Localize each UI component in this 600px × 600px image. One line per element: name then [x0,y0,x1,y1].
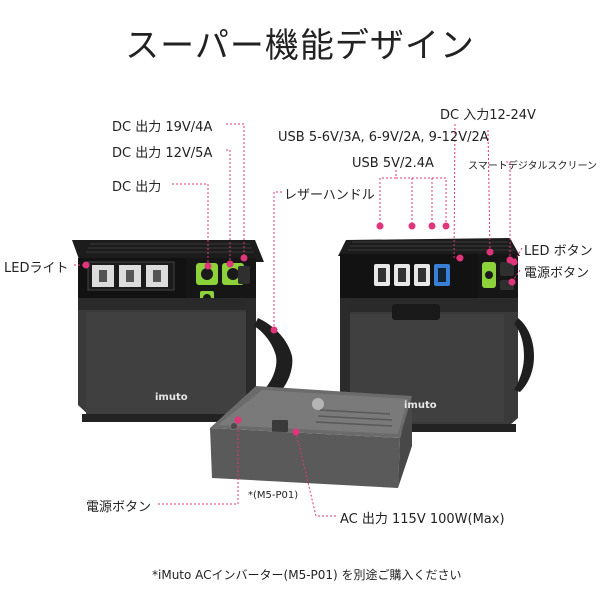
callout-dots [82,222,518,436]
callout-lines [74,123,523,517]
label-power-button-bottom: 電源ボタン [86,500,152,515]
left-power-station [72,240,293,422]
label-model-code: *(M5-P01) [248,490,299,501]
label-dc-out: DC 出力 [112,180,162,195]
label-usb-multi: USB 5-6V/3A, 6-9V/2A, 9-12V/2A [278,130,489,145]
label-power-button-right: 電源ボタン [524,266,590,281]
label-led-light: LEDライト [4,261,69,276]
label-usb-5v: USB 5V/2.4A [352,156,434,171]
label-smart-screen: スマートデジタルスクリーン [468,161,597,172]
brand-logo-right: imuto [404,400,437,411]
label-led-button: LED ボタン [524,244,593,259]
led-light-cells [92,265,168,287]
page-title: スーパー機能デザイン [125,26,475,66]
label-leather-handle: レザーハンドル [284,188,375,203]
label-dc-out-12v: DC 出力 12V/5A [112,146,213,161]
brand-logo-left: imuto [155,392,188,403]
footnote: *iMuto ACインバーター(M5-P01) を別途ご購入ください [152,568,462,582]
dc-output-ports-left [196,263,250,305]
label-ac-out: AC 出力 115V 100W(Max) [340,512,505,527]
usb-ports-right [374,264,450,286]
label-dc-out-19v: DC 出力 19V/4A [112,120,213,135]
ac-inverter-module [210,386,412,488]
label-dc-in: DC 入力12-24V [440,108,536,123]
